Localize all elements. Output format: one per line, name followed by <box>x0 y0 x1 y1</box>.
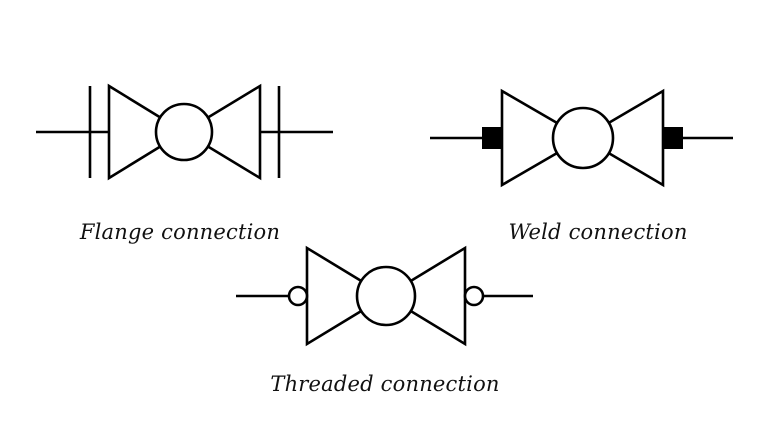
valve-triangle-left <box>107 83 187 181</box>
weld-connection-label: Weld connection <box>508 220 688 244</box>
valve-body-circle <box>154 102 214 162</box>
valve-triangle-right <box>181 83 262 181</box>
valve-body-circle <box>355 265 417 327</box>
weld-square-left <box>482 127 502 149</box>
threaded-connection-label: Threaded connection <box>270 372 500 396</box>
flange-connection-label: Flange connection <box>79 220 281 244</box>
weld-square-right <box>663 127 683 149</box>
threaded-circle-left <box>287 285 309 307</box>
weld-valve-symbol <box>430 88 733 188</box>
threaded-valve-symbol <box>236 245 533 347</box>
flange-valve-symbol <box>36 83 333 181</box>
threaded-circle-right <box>463 285 485 307</box>
valve-body-circle <box>551 106 615 170</box>
